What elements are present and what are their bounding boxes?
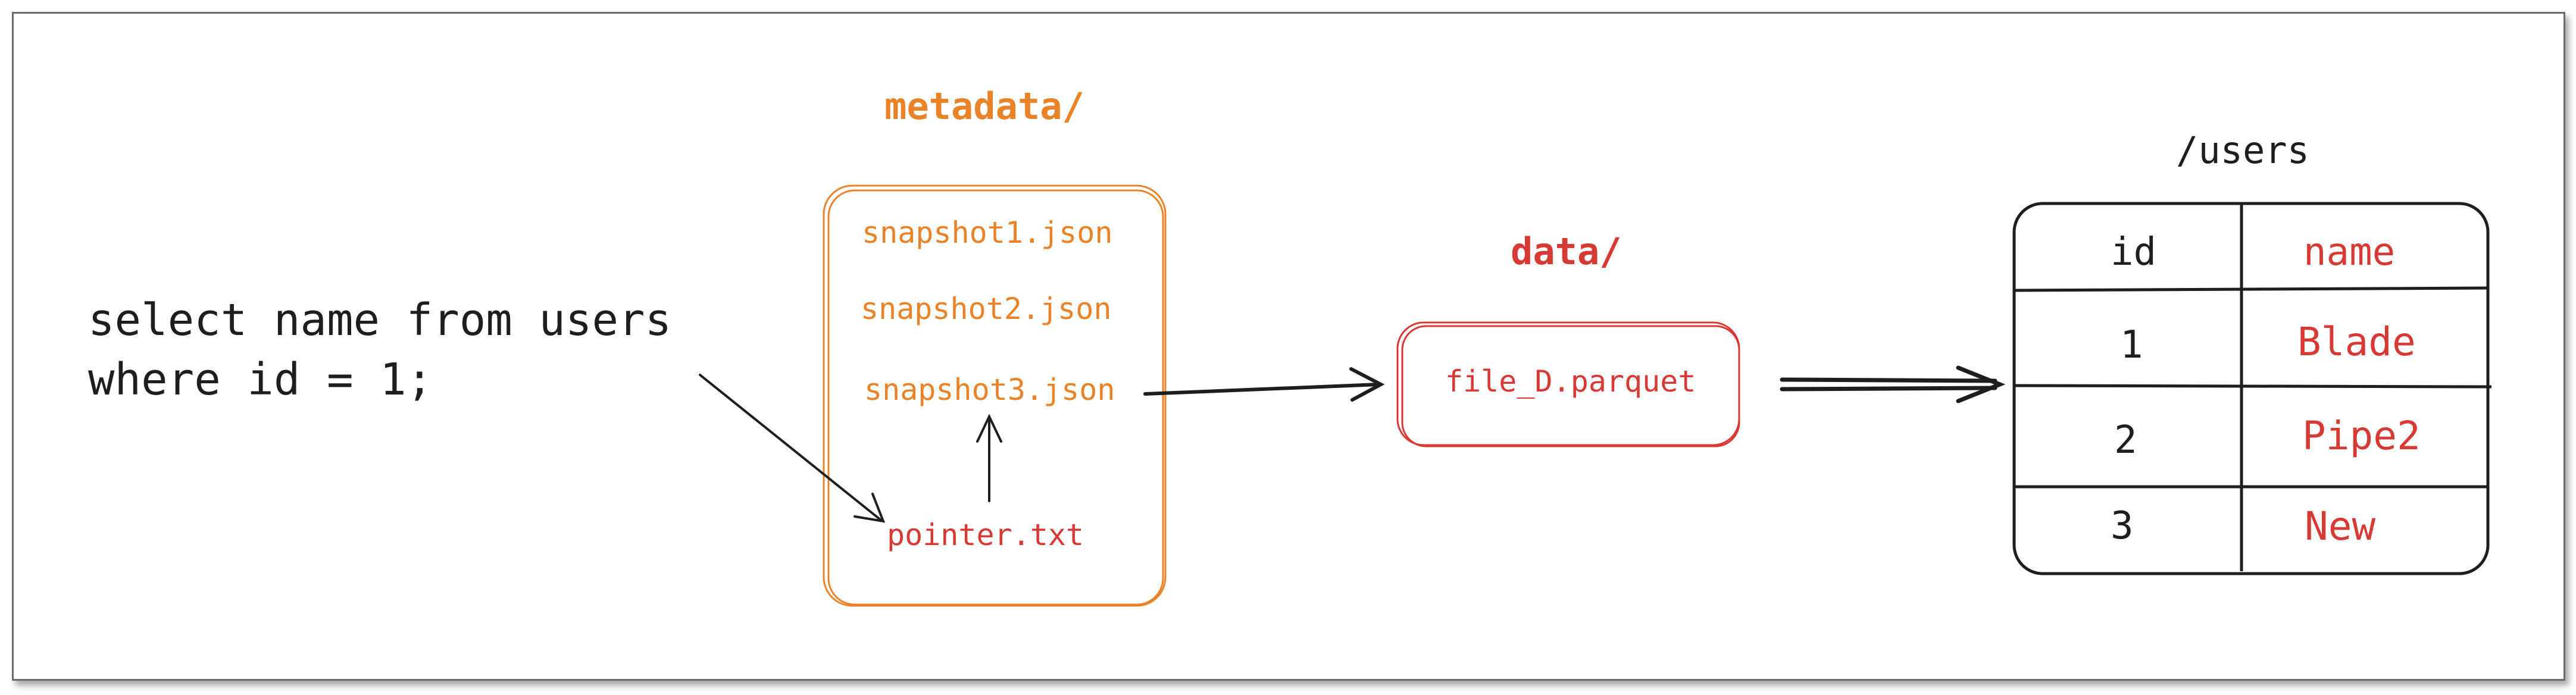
sql-query: select name from users where id = 1; [88, 290, 671, 409]
sql-query-line-1: select name from users [88, 295, 672, 346]
parquet-file: file_D.parquet [1445, 364, 1696, 399]
data-to-table-arrow [1780, 365, 2006, 403]
table-cell-id: 1 [2120, 323, 2143, 367]
snapshot1-file: snapshot1.json [862, 215, 1113, 250]
table-header-name: name [2303, 230, 2396, 274]
query-to-pointer-arrow [699, 374, 886, 523]
pointer-to-snapshot3-arrow [976, 414, 1002, 502]
table-cell-name: Pipe2 [2302, 413, 2421, 459]
table-cell-name: New [2305, 503, 2376, 549]
users-table-title: /users [2176, 129, 2309, 172]
snapshot2-file: snapshot2.json [861, 292, 1112, 326]
table-header-id: id [2111, 230, 2157, 274]
pointer-file: pointer.txt [887, 518, 1084, 552]
diagram-frame [12, 12, 2565, 681]
metadata-folder-box [823, 184, 1167, 607]
metadata-folder-label: metadata/ [884, 84, 1084, 128]
sql-query-line-2: where id = 1; [88, 354, 433, 405]
users-table-outline [2012, 202, 2492, 575]
snapshot3-file: snapshot3.json [864, 372, 1115, 407]
table-cell-id: 2 [2114, 418, 2137, 462]
data-folder-label: data/ [1511, 230, 1622, 273]
table-cell-id: 3 [2111, 504, 2134, 548]
table-cell-name: Blade [2297, 319, 2416, 365]
snapshot-to-data-arrow [1143, 367, 1385, 402]
data-folder-box [1396, 321, 1740, 447]
